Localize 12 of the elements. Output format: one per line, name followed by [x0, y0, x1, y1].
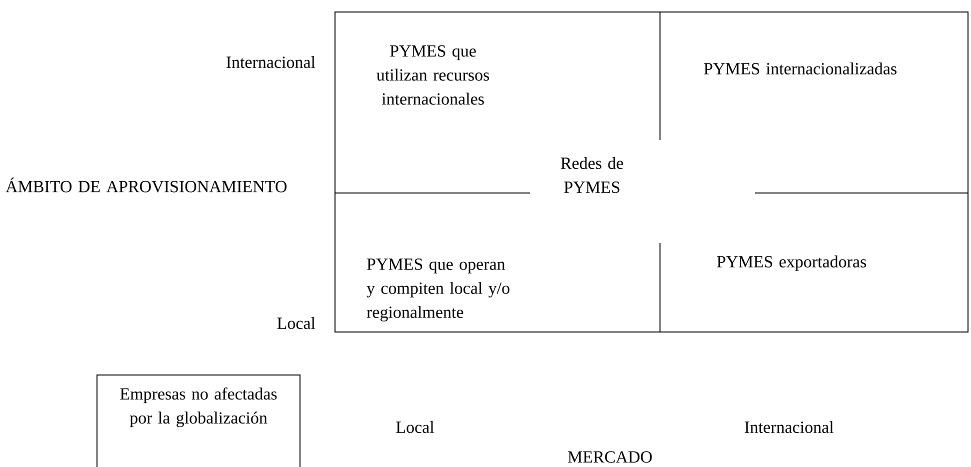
quadrant-text: Redes de PYMES: [560, 157, 624, 193]
axis-label: Local: [396, 421, 434, 433]
axis-label: MERCADO: [568, 451, 652, 463]
quadrant-text: PYMES internacionalizadas: [704, 62, 896, 74]
axis-label: Internacional: [226, 56, 316, 68]
quadrant-text: PYMES que utilizan recursos internacionales: [376, 45, 490, 105]
axis-label: Internacional: [744, 421, 834, 433]
axis-label: Local: [277, 317, 316, 329]
quadrant-text: PYMES exportadoras: [717, 256, 866, 271]
axis-label: ÁMBITO DE APROVISIONAMIENTO: [6, 178, 287, 192]
text-box: Empresas no afectadas por la globalización: [96, 374, 300, 467]
quadrant-text: PYMES que operan y compiten local y/o regionalmente: [366, 258, 510, 322]
